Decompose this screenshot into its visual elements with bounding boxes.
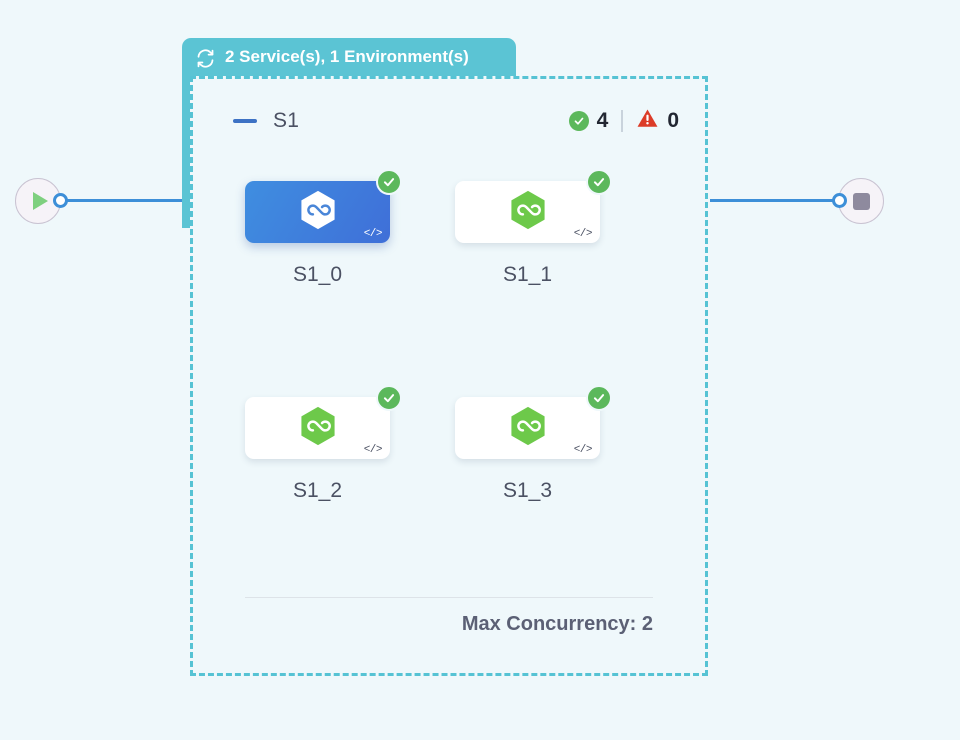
counter-divider [621,110,624,132]
group-collapse-control[interactable]: S1 [233,109,299,133]
hexagon-infinity-icon [505,403,551,454]
warning-triangle-icon [636,107,659,135]
edge-start-to-group[interactable] [62,199,190,202]
node-cell: </> S1_0 [245,169,455,287]
service-node-s1-1[interactable]: </> [455,169,612,243]
check-circle-icon [376,169,402,195]
check-circle-icon [586,169,612,195]
service-group-container[interactable]: S1 4 [190,76,708,676]
edge-group-to-end[interactable] [710,199,840,202]
hexagon-infinity-icon [295,403,341,454]
check-circle-icon [586,385,612,411]
node-cell: </> S1_1 [455,169,665,287]
success-count: 4 [596,109,609,132]
loop-icon [195,48,216,74]
max-concurrency-label: Max Concurrency: 2 [461,613,653,635]
code-icon: </> [573,444,593,456]
service-node-label: S1_2 [292,479,343,502]
node-cell: </> S1_2 [245,385,455,503]
end-node-input-port[interactable] [832,193,847,208]
warning-counter: 0 [636,107,679,135]
code-icon: </> [573,228,593,240]
service-node-label: S1_3 [502,479,553,502]
node-cell: </> S1_3 [455,385,665,503]
service-node-s1-3[interactable]: </> [455,385,612,459]
check-circle-icon [568,111,589,131]
success-counter: 4 [568,109,609,133]
code-icon: </> [363,228,383,240]
service-node-s1-0[interactable]: </> [245,169,402,243]
code-icon: </> [363,444,383,456]
group-toolbar: S1 4 [193,105,705,137]
check-circle-icon [376,385,402,411]
hexagon-infinity-icon [295,187,341,238]
service-node-label: S1_0 [292,263,343,286]
service-node-s1-2[interactable]: </> [245,385,402,459]
play-icon [33,192,48,210]
service-node-label: S1_1 [502,263,553,286]
group-status-counters: 4 0 [568,107,679,135]
stop-icon [852,192,870,210]
hexagon-infinity-icon [505,187,551,238]
minus-icon [233,119,257,123]
footer-divider [245,597,653,598]
start-node-output-port[interactable] [53,193,68,208]
group-label: S1 [273,109,300,132]
group-header-title: 2 Service(s), 1 Environment(s) [225,47,469,66]
warning-count: 0 [667,109,679,132]
service-node-grid: </> S1_0 [245,169,665,503]
